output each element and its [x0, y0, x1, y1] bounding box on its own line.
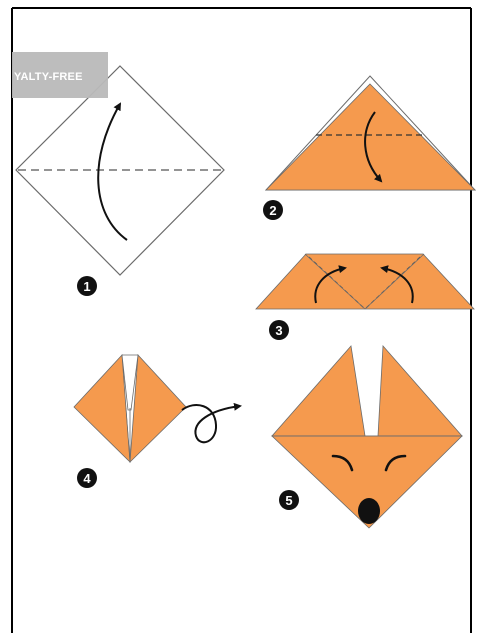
- step-3-badge-number: 3: [275, 323, 282, 338]
- step-5-badge: 5: [279, 490, 299, 510]
- step-2-orange-triangle: [266, 84, 475, 190]
- step-4-badge: 4: [77, 468, 97, 488]
- step-4-left-flap: [74, 355, 130, 462]
- step-3-diagram: [256, 254, 474, 309]
- step-3-badge: 3: [269, 320, 289, 340]
- step-1-badge-number: 1: [83, 279, 90, 294]
- step-2-badge: 2: [263, 200, 283, 220]
- step-4-badge-number: 4: [83, 471, 91, 486]
- step-2-badge-number: 2: [269, 203, 276, 218]
- watermark-banner-text: YALTY-FREE: [14, 71, 83, 83]
- watermark-banner: YALTY-FREE: [12, 52, 108, 98]
- step-4-diagram: [74, 355, 240, 462]
- step-3-trapezoid-paper: [256, 254, 474, 309]
- step-5-badge-number: 5: [285, 493, 292, 508]
- step-2-diagram: [266, 76, 475, 190]
- step-4-turn-over-arrow: [182, 405, 240, 442]
- fox-nose: [358, 498, 380, 524]
- step-1-badge: 1: [77, 276, 97, 296]
- fox-left-ear: [272, 346, 365, 436]
- step-4-right-flap: [130, 355, 186, 462]
- step-5-fox-face: [272, 346, 462, 528]
- fox-right-ear: [378, 346, 462, 436]
